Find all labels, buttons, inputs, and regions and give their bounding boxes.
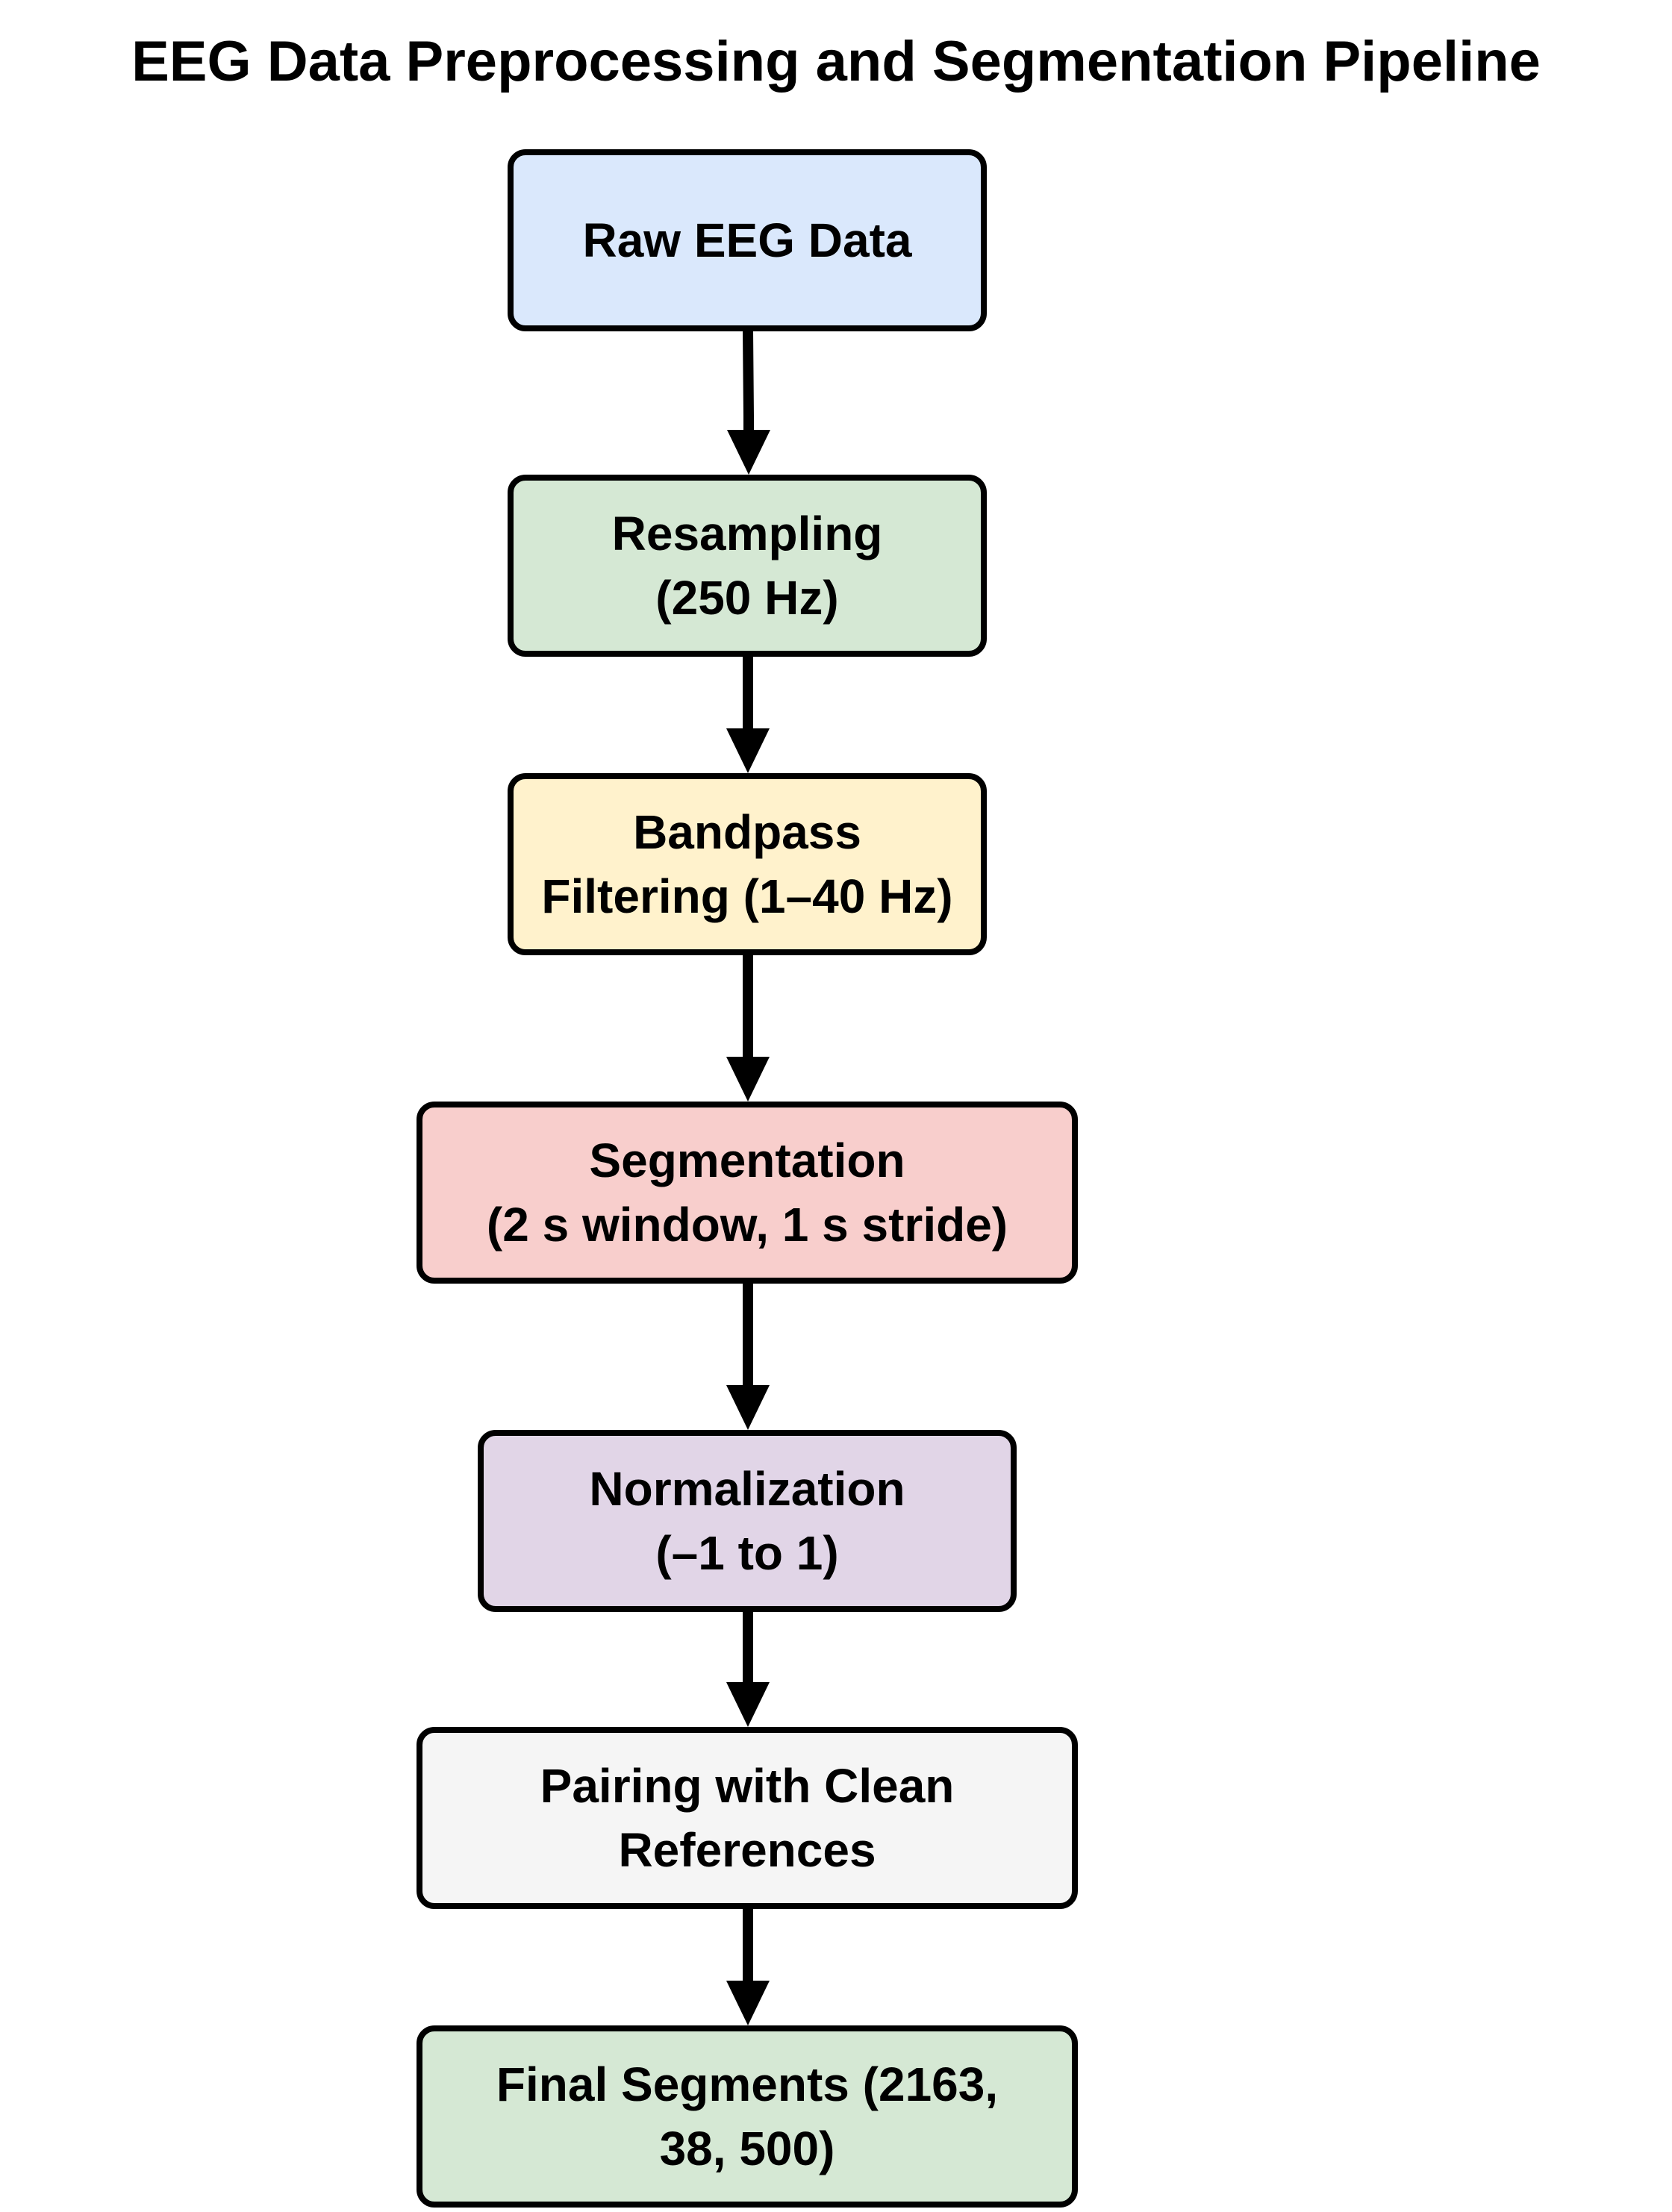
node-normalization: Normalization (–1 to 1) bbox=[478, 1430, 1017, 1612]
node-label-line: (2 s window, 1 s stride) bbox=[486, 1198, 1008, 1252]
arrowhead bbox=[727, 430, 770, 475]
node-raw-eeg-data: Raw EEG Data bbox=[508, 149, 987, 331]
node-label-line: Final Segments (2163, bbox=[496, 2058, 999, 2111]
arrow-normalization-to-pairing bbox=[726, 1612, 770, 1727]
node-label-line: Segmentation bbox=[589, 1134, 905, 1187]
arrowhead bbox=[726, 1057, 770, 1102]
arrow-line bbox=[743, 331, 754, 430]
node-label-line: Pairing with Clean bbox=[540, 1759, 955, 1813]
node-label-line: Filtering (1–40 Hz) bbox=[541, 869, 953, 923]
arrowhead bbox=[726, 728, 770, 773]
arrowhead bbox=[726, 1981, 770, 2025]
arrowhead bbox=[726, 1682, 770, 1727]
node-label-line: (250 Hz) bbox=[655, 571, 839, 625]
arrow-bandpass-to-segmentation bbox=[726, 955, 770, 1102]
node-resampling: Resampling (250 Hz) bbox=[508, 475, 987, 657]
arrow-segmentation-to-normalization bbox=[726, 1284, 770, 1430]
arrow-pairing-to-final bbox=[726, 1909, 770, 2025]
node-final-segments: Final Segments (2163, 38, 500) bbox=[417, 2025, 1078, 2208]
arrow-resampling-to-bandpass bbox=[726, 657, 770, 773]
node-label-line: Normalization bbox=[589, 1462, 905, 1516]
node-bandpass-filtering: Bandpass Filtering (1–40 Hz) bbox=[508, 773, 987, 955]
node-label-line: References bbox=[618, 1823, 876, 1877]
node-segmentation: Segmentation (2 s window, 1 s stride) bbox=[417, 1102, 1078, 1284]
node-label-line: Raw EEG Data bbox=[582, 213, 912, 267]
arrow-raw-to-resampling bbox=[727, 331, 770, 475]
node-label-line: 38, 500) bbox=[659, 2122, 835, 2175]
node-label-line: (–1 to 1) bbox=[655, 1526, 839, 1580]
node-label-line: Bandpass bbox=[633, 805, 861, 859]
node-pairing-with-clean-references: Pairing with Clean References bbox=[417, 1727, 1078, 1909]
node-label-line: Resampling bbox=[611, 507, 883, 560]
arrowhead bbox=[726, 1385, 770, 1430]
diagram-title: EEG Data Preprocessing and Segmentation … bbox=[131, 30, 1541, 93]
